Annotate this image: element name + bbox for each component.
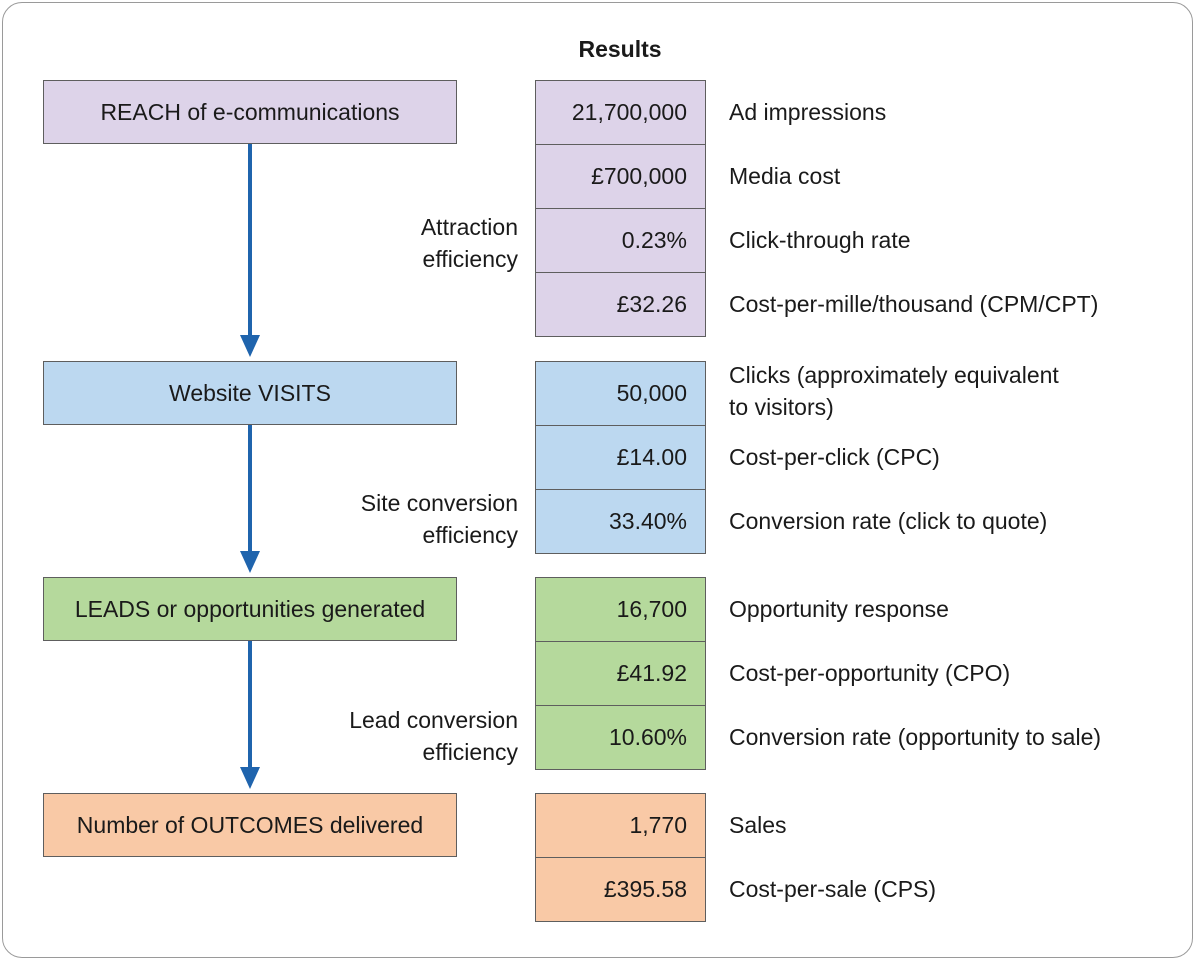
metric-line: Clicks (approximately equivalent — [729, 362, 1059, 388]
efficiency-line: Attraction — [420, 214, 518, 240]
metric-label: Cost-per-sale (CPS) — [729, 876, 937, 902]
metric-label: Cost-per-click (CPC) — [729, 444, 940, 470]
result-value-clicks: 50,000 — [535, 361, 706, 426]
metric-label: Opportunity response — [729, 596, 949, 622]
metric-label: Conversion rate (click to quote) — [729, 508, 1048, 534]
efficiency-label-attraction: Attraction efficiency — [421, 211, 518, 275]
efficiency-label-site-conversion: Site conversion efficiency — [361, 487, 518, 551]
efficiency-label-lead-conversion: Lead conversion efficiency — [349, 704, 518, 768]
metric-label-clicks: Clicks (approximately equivalent to visi… — [729, 359, 1179, 423]
results-title: Results — [578, 36, 662, 62]
result-value-cpm: £32.26 — [535, 272, 706, 337]
result-value-cpc: £14.00 — [535, 425, 706, 490]
result-value-cps: £395.58 — [535, 857, 706, 922]
metric-label: Media cost — [729, 163, 841, 189]
result-value-opportunity-response: 16,700 — [535, 577, 706, 642]
metric-line: to visitors) — [729, 394, 834, 420]
stage-leads: LEADS or opportunities generated — [43, 577, 457, 641]
result-value-cpo: £41.92 — [535, 641, 706, 706]
metric-label: Cost-per-opportunity (CPO) — [729, 660, 1011, 686]
efficiency-line: efficiency — [422, 246, 518, 272]
efficiency-line: Site conversion — [360, 490, 518, 516]
efficiency-line: efficiency — [422, 739, 518, 765]
efficiency-line: Lead conversion — [349, 707, 518, 733]
result-value-click-through-rate: 0.23% — [535, 208, 706, 273]
metric-label: Click-through rate — [729, 227, 911, 253]
metric-label: Cost-per-mille/thousand (CPM/CPT) — [729, 291, 1099, 317]
result-value-sales: 1,770 — [535, 793, 706, 858]
metric-label: Ad impressions — [729, 99, 887, 125]
result-value-opportunity-to-sale: 10.60% — [535, 705, 706, 770]
stage-visits: Website VISITS — [43, 361, 457, 425]
stage-reach: REACH of e-communications — [43, 80, 457, 144]
arrow-head-leads — [240, 551, 260, 573]
metric-label: Sales — [729, 812, 787, 838]
stage-outcomes: Number of OUTCOMES delivered — [43, 793, 457, 857]
result-value-click-to-quote: 33.40% — [535, 489, 706, 554]
result-value-ad-impressions: 21,700,000 — [535, 80, 706, 145]
metric-label: Conversion rate (opportunity to sale) — [729, 724, 1102, 750]
result-value-media-cost: £700,000 — [535, 144, 706, 209]
arrow-head-visits — [240, 335, 260, 357]
arrow-head-outcomes — [240, 767, 260, 789]
efficiency-line: efficiency — [422, 522, 518, 548]
